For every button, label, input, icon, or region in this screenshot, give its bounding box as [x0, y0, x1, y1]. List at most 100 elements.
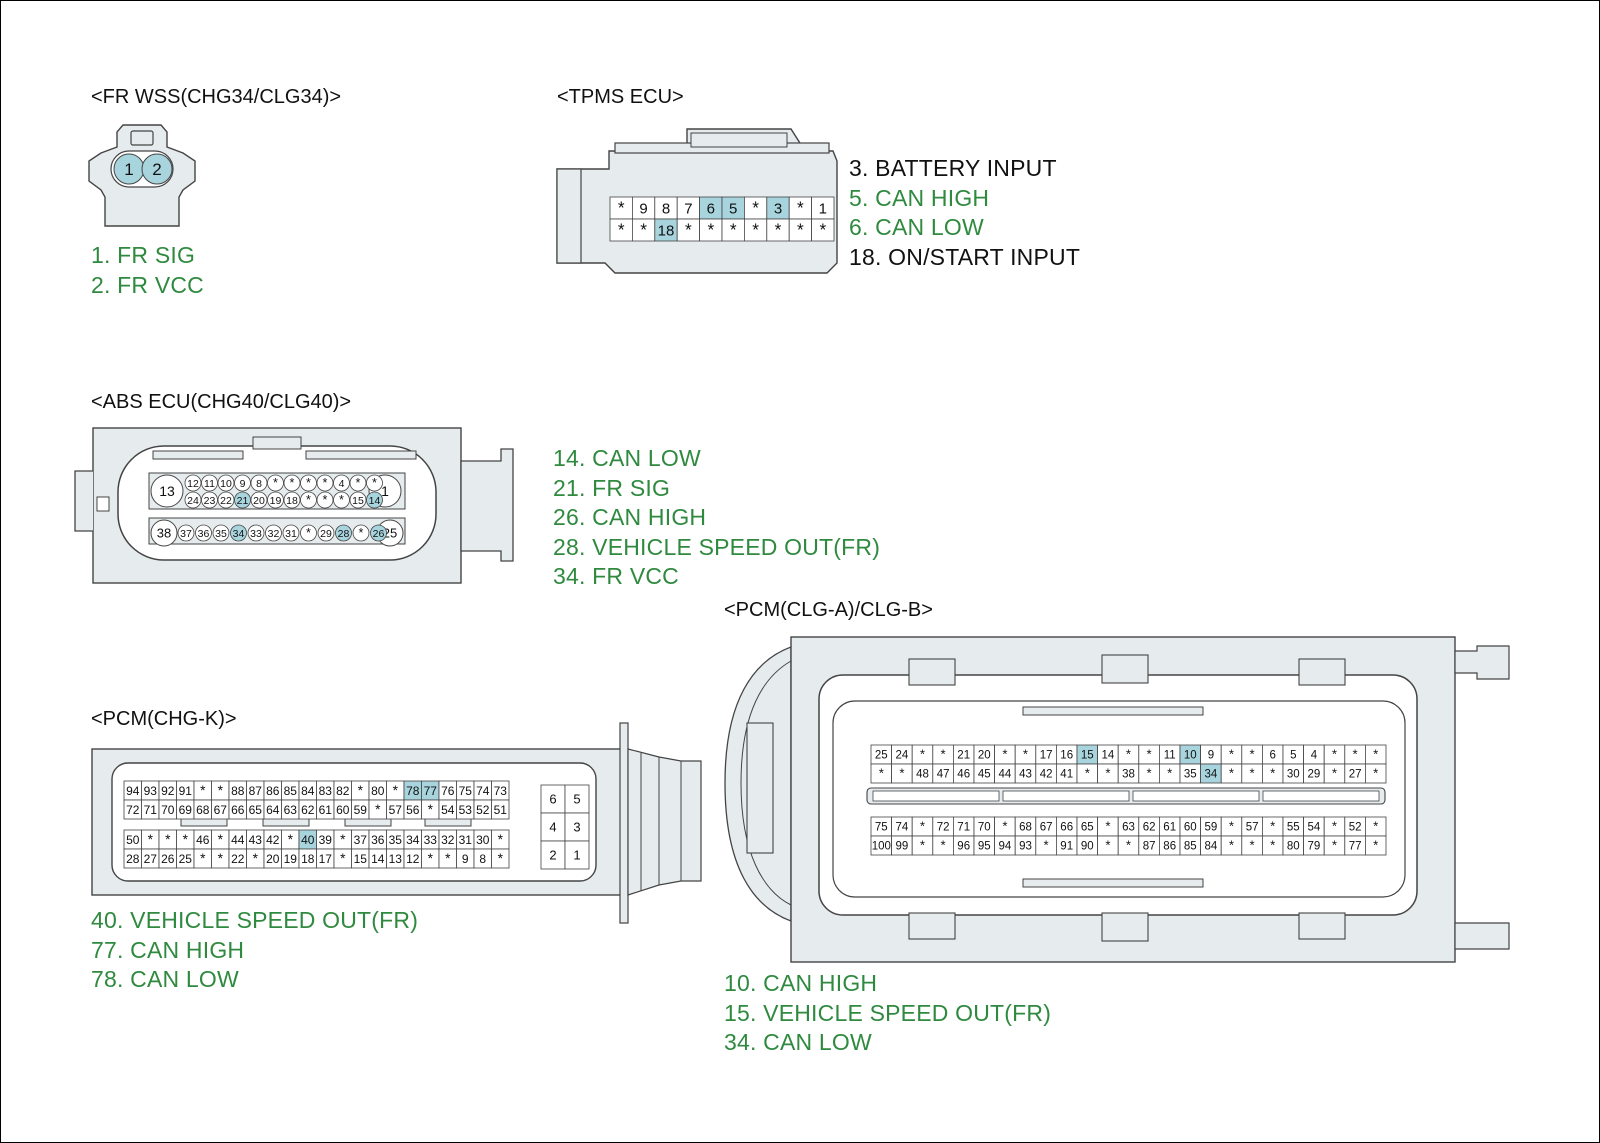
pin-number: * — [428, 802, 434, 817]
pin-number: * — [375, 802, 381, 817]
pin-number: 95 — [978, 841, 991, 853]
pin-cell: 9 — [632, 196, 656, 220]
fr-wss-legend: 1. FR SIG 2. FR VCC — [91, 241, 204, 300]
pin-cell: 75 — [870, 816, 893, 837]
pin-number: 5 — [573, 792, 580, 807]
pin-cell: 31 — [456, 829, 475, 850]
pin-cell: 18 — [298, 848, 317, 869]
pin-number: * — [498, 851, 504, 866]
pin-cell: 100 — [870, 835, 893, 856]
pin-cell: * — [281, 829, 300, 850]
pin-number: 42 — [266, 833, 280, 847]
pin-number: 26 — [161, 852, 175, 866]
pin-cell: * — [1097, 816, 1119, 837]
pin-number: * — [618, 219, 625, 239]
pin-cell: 59 — [1200, 816, 1222, 837]
pin-number: 46 — [196, 833, 210, 847]
pin-cell: 46 — [953, 763, 975, 784]
pin-cell: 82 — [333, 780, 352, 801]
pin-cell: 15 — [349, 491, 367, 509]
pin-cell: 65 — [246, 799, 265, 820]
pin-cell: 52 — [473, 799, 492, 820]
pin-cell: 42 — [263, 829, 282, 850]
pin-number: 65 — [1081, 822, 1094, 834]
pcm-k-title: <PCM(CHG-K)> — [91, 708, 237, 730]
pin-cell: * — [632, 218, 656, 242]
pin-number: 11 — [204, 478, 215, 490]
pin-number: 78 — [406, 784, 420, 798]
pin-number: 80 — [371, 784, 385, 798]
pin-cell: * — [283, 474, 301, 492]
pin-number: 54 — [441, 803, 455, 817]
pin-cell: 24 — [891, 744, 913, 765]
pin-cell: 6 — [540, 784, 566, 814]
pin-number: 35 — [389, 833, 403, 847]
pin-number: * — [685, 219, 692, 239]
pin-cell: * — [1241, 835, 1263, 856]
pin-number: * — [200, 783, 206, 798]
pin-number: 1 — [124, 160, 133, 179]
pin-number: * — [797, 219, 804, 239]
pin-cell: * — [1323, 816, 1346, 837]
pin-cell: 57 — [1241, 816, 1263, 837]
pin-cell: 39 — [316, 829, 335, 850]
pin-number: 2 — [152, 160, 161, 179]
pin-number: * — [752, 219, 759, 239]
pin-number: * — [218, 832, 224, 847]
pin-number: * — [1373, 838, 1378, 853]
pin-number: 20 — [253, 495, 265, 507]
pin-number: 18 — [301, 852, 315, 866]
pin-cell: * — [1076, 763, 1099, 784]
pin-cell: 18 — [283, 491, 301, 509]
pin-number: 10 — [1184, 750, 1197, 762]
pin-number: * — [323, 476, 328, 490]
pin-number: 7 — [684, 200, 692, 217]
pin-cell: * — [994, 816, 1016, 837]
pin-cell: 70 — [158, 799, 177, 820]
legend-item: 34. FR VCC — [553, 563, 679, 589]
legend-item: 14. CAN LOW — [553, 445, 701, 471]
pin-cell: * — [891, 763, 913, 784]
pin-number: 88 — [231, 784, 245, 798]
legend-item: 10. CAN HIGH — [724, 970, 878, 996]
pin-cell: * — [744, 196, 768, 220]
pin-cell: * — [788, 196, 813, 220]
pin-number: 9 — [462, 852, 469, 866]
pin-cell: 20 — [973, 744, 996, 765]
pin-cell: 92 — [158, 780, 177, 801]
pin-number: 21 — [237, 495, 249, 507]
pin-cell: 77 — [1344, 835, 1366, 856]
pin-cell: 80 — [1282, 835, 1305, 856]
pin-number: 45 — [978, 769, 991, 781]
pin-cell: 14 — [1097, 744, 1119, 765]
pin-number: * — [899, 766, 904, 781]
pin-cell: * — [300, 491, 317, 509]
legend-item: 77. CAN HIGH — [91, 936, 245, 963]
pin-number: 39 — [319, 833, 333, 847]
pin-cell: 71 — [953, 816, 975, 837]
pin-number: 87 — [249, 784, 263, 798]
pin-number: 59 — [1205, 822, 1218, 834]
pcm-ab-title: <PCM(CLG-A)/CLG-B> — [724, 599, 933, 621]
pin-cell: 20 — [250, 491, 268, 509]
pin-number: 35 — [215, 528, 227, 540]
pin-number: * — [1147, 747, 1152, 762]
pin-number: * — [1229, 766, 1234, 781]
pin-number: 10 — [220, 478, 232, 490]
legend-item: 28. VEHICLE SPEED OUT(FR) — [553, 533, 881, 560]
pin-cell: 90 — [1076, 835, 1099, 856]
pin-number: 87 — [1143, 841, 1156, 853]
pin-number: * — [356, 476, 361, 490]
pin-number: * — [253, 851, 259, 866]
pin-cell: 29 — [317, 524, 335, 542]
pin-number: * — [339, 493, 344, 507]
pin-number: 93 — [144, 784, 158, 798]
pin-number: * — [1373, 819, 1378, 834]
pin-number: 41 — [1060, 769, 1073, 781]
pin-cell: 85 — [281, 780, 300, 801]
pin-number: 1 — [819, 200, 827, 217]
pin-number: 94 — [999, 841, 1012, 853]
pin-number: * — [183, 832, 189, 847]
pin-cell: 63 — [281, 799, 300, 820]
pin-cell: * — [870, 763, 893, 784]
